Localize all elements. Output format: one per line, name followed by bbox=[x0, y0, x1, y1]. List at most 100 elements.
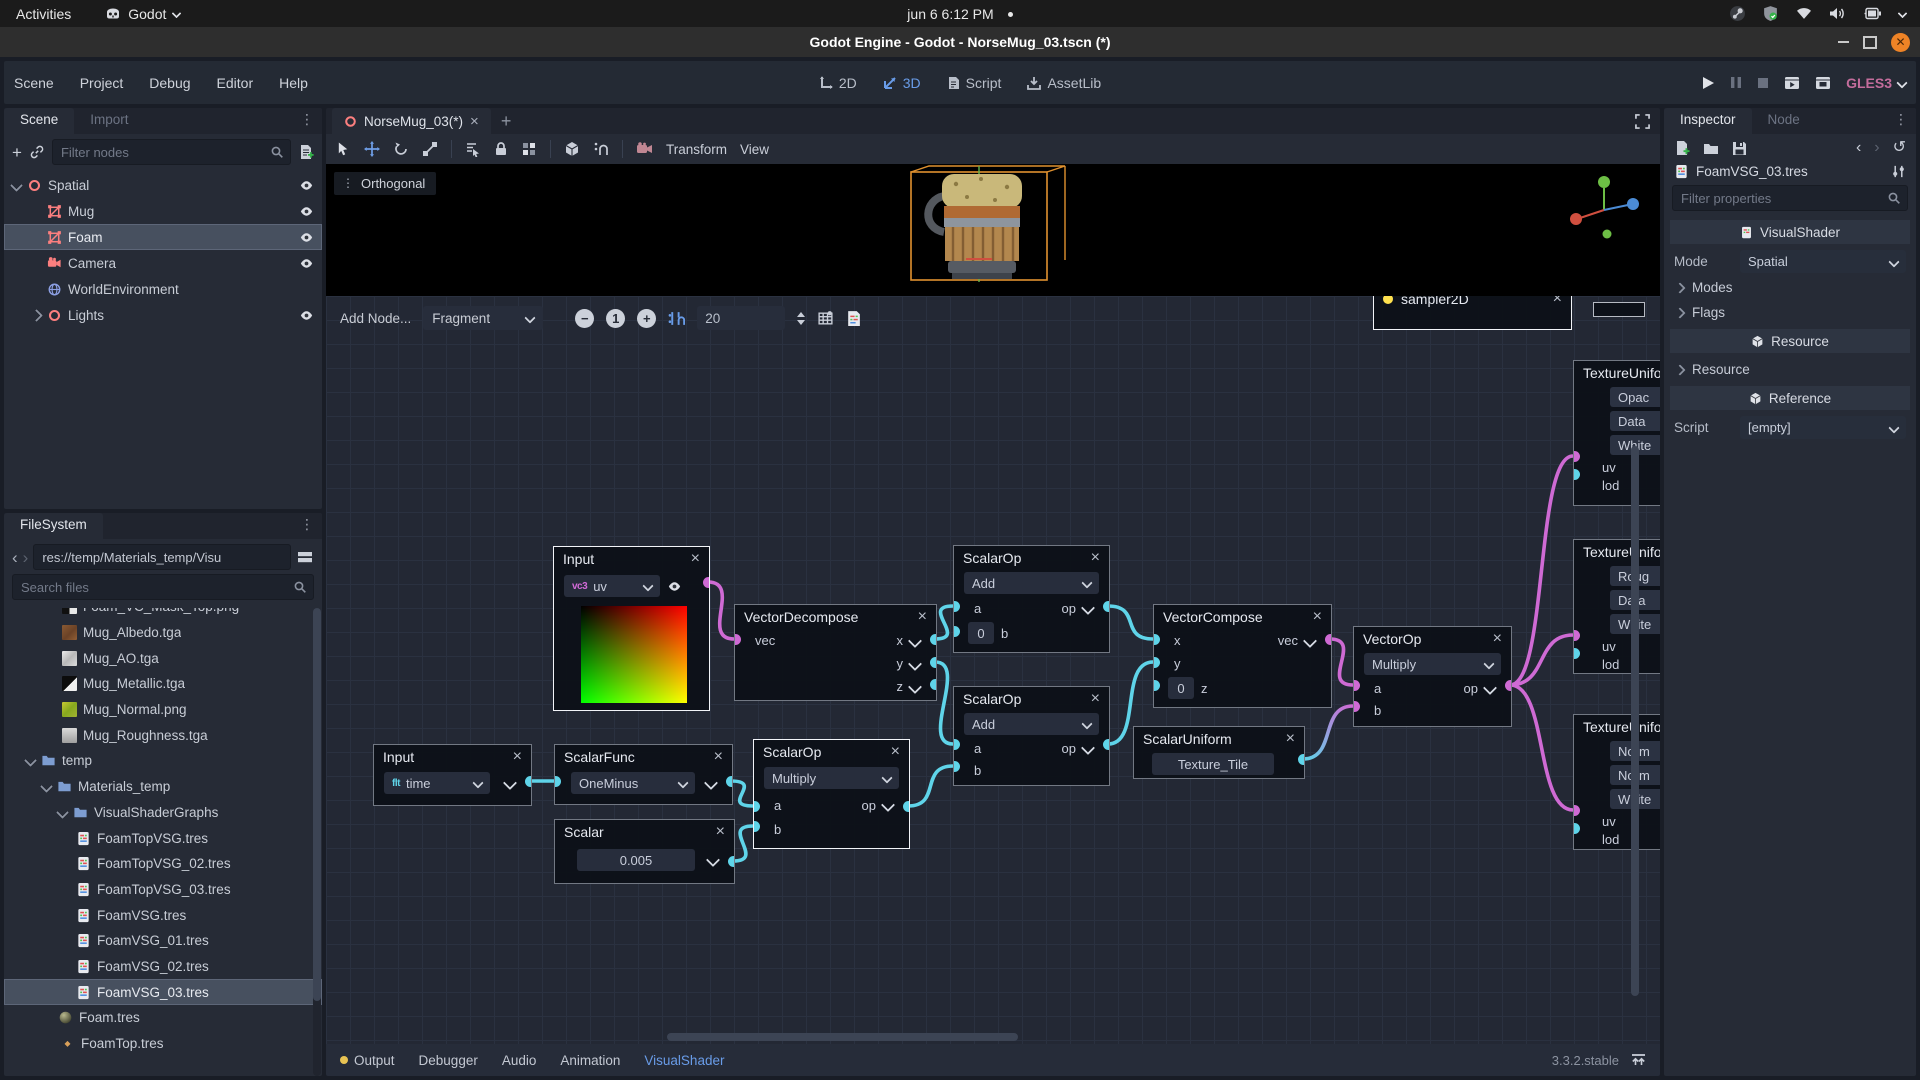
expand-preview-icon[interactable] bbox=[706, 853, 720, 867]
menu-editor[interactable]: Editor bbox=[217, 75, 254, 91]
file-item-mug_normal.png[interactable]: Mug_Normal.png bbox=[4, 697, 322, 723]
close-node-icon[interactable]: × bbox=[1286, 731, 1295, 747]
graph-vscrollbar[interactable] bbox=[1631, 446, 1639, 996]
steam-tray-icon[interactable] bbox=[1729, 5, 1746, 22]
node-dropdown[interactable]: Multiply bbox=[764, 767, 899, 789]
scene-tree-item-spatial[interactable]: Spatial bbox=[4, 172, 322, 198]
bottom-tab-audio[interactable]: Audio bbox=[502, 1053, 537, 1068]
bottom-tab-visualshader[interactable]: VisualShader bbox=[644, 1053, 724, 1068]
tab-import[interactable]: Import bbox=[74, 108, 144, 134]
workspace-3d[interactable]: 3D bbox=[883, 75, 921, 91]
tab-norsemug[interactable]: NorseMug_03(*) × bbox=[332, 108, 491, 134]
mode-select[interactable]: Spatial bbox=[1740, 250, 1906, 273]
list-select-icon[interactable] bbox=[465, 141, 481, 157]
graph-node-input-time[interactable]: Input×flttime bbox=[373, 744, 532, 806]
graph-node-scalar-func[interactable]: ScalarFunc×OneMinus bbox=[554, 744, 733, 805]
graph-hscrollbar[interactable] bbox=[667, 1033, 1018, 1041]
object-history-icon[interactable]: ↺ bbox=[1893, 140, 1906, 156]
expand-preview-icon[interactable] bbox=[704, 776, 718, 790]
view-menu[interactable]: View bbox=[740, 142, 769, 157]
history-forward-icon[interactable]: › bbox=[1874, 140, 1879, 156]
volume-icon[interactable] bbox=[1829, 6, 1847, 21]
port[interactable] bbox=[1298, 754, 1305, 765]
expand-preview-icon[interactable] bbox=[503, 776, 517, 790]
port[interactable] bbox=[1103, 739, 1110, 750]
close-node-icon[interactable]: × bbox=[691, 551, 700, 567]
node-dropdown[interactable]: vc3uv bbox=[564, 575, 660, 597]
expand-preview-icon[interactable] bbox=[908, 633, 922, 647]
port[interactable] bbox=[1325, 634, 1332, 645]
file-item-foamvsg_01.tres[interactable]: FoamVSG_01.tres bbox=[4, 928, 322, 954]
close-node-icon[interactable]: × bbox=[716, 824, 725, 840]
script-select[interactable]: [empty] bbox=[1740, 416, 1906, 439]
attach-script-icon[interactable] bbox=[298, 144, 314, 160]
graph-node-scalar-op-add-2[interactable]: ScalarOp×Addaopb bbox=[953, 686, 1110, 786]
texture-option-button[interactable]: Opac bbox=[1610, 387, 1660, 407]
group-icon[interactable] bbox=[521, 141, 537, 157]
extra-tools-icon[interactable] bbox=[1891, 164, 1906, 179]
file-item-foamtopvsg_02.tres[interactable]: FoamTopVSG_02.tres bbox=[4, 851, 322, 877]
path-input[interactable] bbox=[40, 549, 284, 566]
graph-node-texture-uniform-1[interactable]: TextureUniform×OpacDataWhiteuvlod bbox=[1573, 360, 1660, 506]
port[interactable] bbox=[930, 679, 937, 690]
visibility-eye-icon[interactable] bbox=[299, 230, 314, 245]
graph-node-scalar-uniform[interactable]: ScalarUniform×Texture_Tile bbox=[1133, 726, 1305, 779]
expand-preview-icon[interactable] bbox=[908, 679, 922, 693]
minimize-button[interactable] bbox=[1838, 41, 1849, 43]
local-space-icon[interactable] bbox=[564, 141, 580, 157]
expand-preview-icon[interactable] bbox=[1081, 741, 1095, 755]
play-scene-button[interactable] bbox=[1784, 76, 1800, 90]
graph-node-vector-compose[interactable]: VectorCompose×xvecy0z bbox=[1153, 604, 1332, 708]
port[interactable] bbox=[930, 657, 937, 668]
clock[interactable]: jun 6 6:12 PM bbox=[0, 6, 1920, 22]
node-dropdown[interactable]: Multiply bbox=[1364, 653, 1501, 675]
rotate-tool-icon[interactable] bbox=[393, 141, 409, 157]
split-mode-icon[interactable] bbox=[296, 549, 314, 565]
texture-option-button[interactable]: Data bbox=[1610, 411, 1660, 431]
save-resource-icon[interactable] bbox=[1732, 141, 1747, 156]
close-node-icon[interactable]: × bbox=[1091, 550, 1100, 566]
file-item-mug_ao.tga[interactable]: Mug_AO.tga bbox=[4, 645, 322, 671]
file-item-foam.tres[interactable]: Foam.tres bbox=[4, 1005, 322, 1031]
sampler-port[interactable] bbox=[1383, 296, 1393, 304]
3d-viewport[interactable]: ⋮ Orthogonal bbox=[326, 164, 1660, 296]
graph-node-texture-uniform-3[interactable]: TextureUniform×NormNormWhiteuvlod bbox=[1573, 714, 1660, 850]
nav-back-icon[interactable]: ‹ bbox=[12, 549, 18, 566]
tree-arrow-icon[interactable] bbox=[24, 755, 37, 768]
file-item-foamtopvsg.tres[interactable]: FoamTopVSG.tres bbox=[4, 825, 322, 851]
node-dropdown[interactable]: Add bbox=[964, 572, 1099, 594]
new-resource-icon[interactable] bbox=[1674, 140, 1690, 156]
graph-node-texture-uniform-2[interactable]: TextureUniform×RougDataWhiteuvlod bbox=[1573, 539, 1660, 674]
file-item-mug_roughness.tga[interactable]: Mug_Roughness.tga bbox=[4, 722, 322, 748]
fold-modes[interactable]: Modes bbox=[1670, 275, 1910, 300]
fold-flags[interactable]: Flags bbox=[1670, 300, 1910, 325]
node-dropdown[interactable]: OneMinus bbox=[571, 772, 695, 794]
file-item-materials_temp[interactable]: Materials_temp bbox=[4, 774, 322, 800]
graph-node-vector-op[interactable]: VectorOp×Multiplyaopb bbox=[1353, 626, 1512, 727]
port[interactable] bbox=[930, 634, 937, 645]
scene-tree-item-mug[interactable]: Mug bbox=[4, 198, 322, 224]
path-field[interactable] bbox=[33, 544, 291, 570]
shader-mode-select[interactable]: Fragment bbox=[423, 306, 543, 330]
tree-arrow-icon[interactable] bbox=[30, 309, 43, 322]
filter-nodes-input[interactable] bbox=[59, 144, 270, 161]
menu-scene[interactable]: Scene bbox=[14, 75, 54, 91]
bottom-tab-output[interactable]: Output bbox=[340, 1053, 395, 1068]
stop-button[interactable] bbox=[1757, 77, 1769, 89]
select-tool-icon[interactable] bbox=[336, 141, 351, 157]
expand-preview-icon[interactable] bbox=[1483, 681, 1497, 695]
close-node-icon[interactable]: × bbox=[918, 609, 927, 625]
value-field[interactable]: 0 bbox=[1168, 677, 1194, 699]
workspace-assetlib[interactable]: AssetLib bbox=[1027, 75, 1101, 91]
tree-arrow-icon[interactable] bbox=[10, 179, 23, 192]
transform-menu[interactable]: Transform bbox=[666, 142, 727, 157]
workspace-2d[interactable]: 2D bbox=[819, 75, 857, 91]
snap-distance-field[interactable]: 20 bbox=[697, 306, 785, 330]
file-item-foamtop.tres[interactable]: FoamTop.tres bbox=[4, 1031, 322, 1057]
close-tab-icon[interactable]: × bbox=[470, 113, 479, 130]
instance-scene-icon[interactable] bbox=[29, 144, 45, 160]
nav-forward-icon[interactable]: › bbox=[23, 549, 29, 566]
port[interactable] bbox=[703, 577, 710, 588]
graph-node-sampler2d[interactable]: sampler2D× bbox=[1373, 296, 1572, 330]
tab-inspector[interactable]: Inspector bbox=[1664, 108, 1752, 134]
